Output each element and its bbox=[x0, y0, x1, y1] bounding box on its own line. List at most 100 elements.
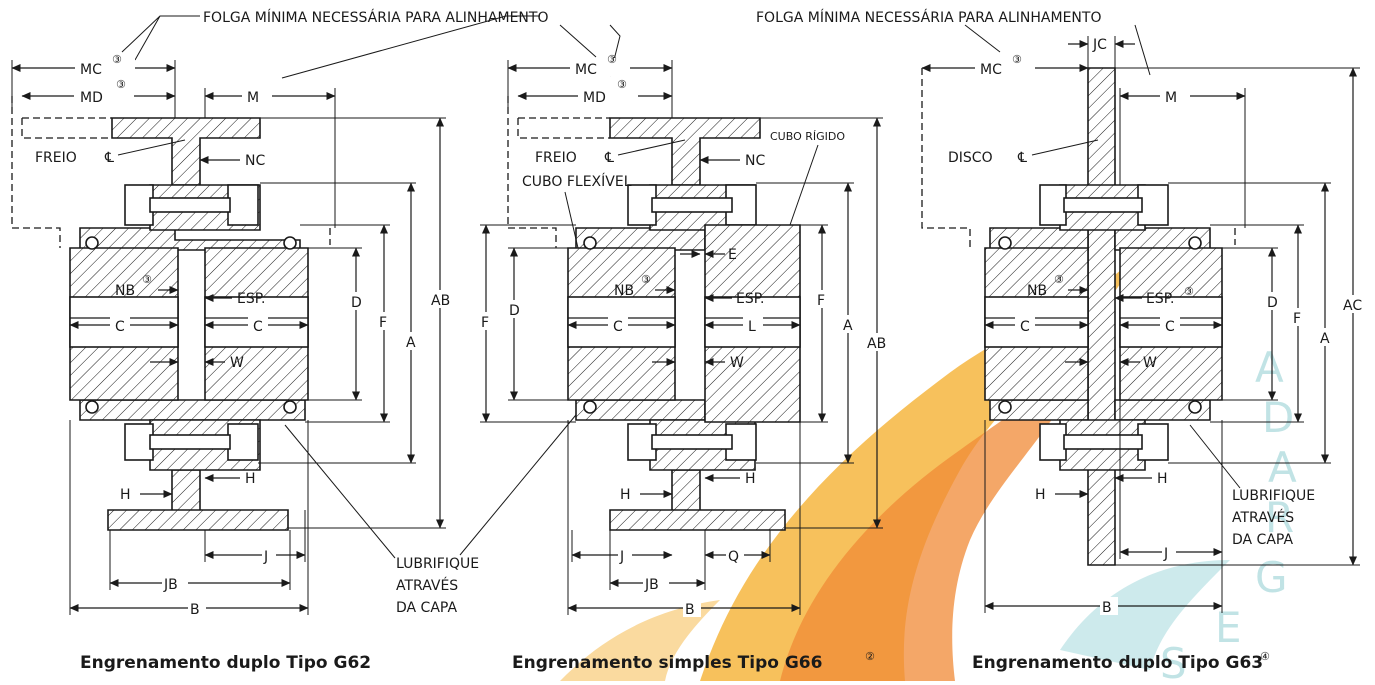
brake-flange-bottom bbox=[107, 469, 289, 531]
label-freio: FREIO bbox=[535, 150, 577, 166]
label-m: M bbox=[247, 90, 259, 106]
label-d: D bbox=[1267, 295, 1278, 311]
seal-ring bbox=[85, 236, 99, 250]
label-jc: JC bbox=[1092, 37, 1107, 53]
watermark-letter: D bbox=[1262, 393, 1294, 442]
footnote-mark: ③ bbox=[1054, 273, 1064, 286]
lubrique-note-right: LUBRIFIQUE ATRAVÉS DA CAPA bbox=[1189, 424, 1315, 548]
label-f-left: F bbox=[481, 315, 489, 331]
lubrique-line: ATRAVÉS bbox=[396, 577, 458, 594]
diagram-g66: MC ③ MD ③ CUBO RÍGIDO FREIO ℄ NC CUBO FL… bbox=[479, 53, 888, 673]
bolt-shank-bottom bbox=[149, 434, 231, 450]
leader-lubrique bbox=[284, 409, 581, 559]
caption-g66: Engrenamento simples Tipo G66 bbox=[512, 653, 822, 673]
label-w: W bbox=[230, 355, 244, 371]
brake-outline-top bbox=[517, 117, 610, 139]
ext-lines-left bbox=[480, 224, 576, 423]
label-d: D bbox=[351, 295, 362, 311]
label-esp: ESP. bbox=[736, 291, 764, 307]
label-h-right: H bbox=[245, 471, 256, 487]
label-f: F bbox=[1293, 311, 1301, 327]
label-mc: MC bbox=[575, 62, 597, 78]
leader-disco bbox=[1031, 139, 1099, 156]
footnote-mark: ③ bbox=[641, 273, 651, 286]
label-c: C bbox=[613, 319, 623, 335]
caption-g63: Engrenamento duplo Tipo G63 bbox=[972, 653, 1263, 673]
leader-top-right bbox=[964, 24, 1151, 76]
cover-top bbox=[79, 227, 301, 251]
label-esp: ESP. bbox=[1146, 291, 1174, 307]
footnote-mark: ③ bbox=[142, 273, 152, 286]
seal-ring bbox=[998, 236, 1012, 250]
label-ab: AB bbox=[867, 336, 886, 352]
lubrique-line: ATRAVÉS bbox=[1232, 509, 1294, 526]
footnote-mark: ③ bbox=[1184, 285, 1194, 298]
bolt-nut-top bbox=[1137, 184, 1169, 226]
seal-ring bbox=[583, 236, 597, 250]
cover-bottom bbox=[79, 399, 306, 421]
label-disco: DISCO bbox=[948, 150, 993, 166]
label-h-left: H bbox=[120, 487, 131, 503]
diagram-g62: MC ③ MD ③ M FREIO ℄ NC NB ③ ESP. C C W D… bbox=[11, 53, 452, 673]
watermark-teal-shape bbox=[1060, 560, 1230, 670]
label-md: MD bbox=[583, 90, 606, 106]
top-note-right: FOLGA MÍNIMA NECESSÁRIA PARA ALINHAMENTO bbox=[756, 9, 1101, 26]
brake-flange-bottom bbox=[609, 469, 786, 531]
bolt-shank-bottom bbox=[651, 434, 733, 450]
label-nb: NB bbox=[1027, 283, 1047, 299]
label-mc: MC bbox=[80, 62, 102, 78]
label-jb: JB bbox=[163, 577, 178, 593]
label-mc: MC bbox=[980, 62, 1002, 78]
watermark-letter: A bbox=[1255, 343, 1284, 392]
label-e: E bbox=[728, 247, 737, 263]
label-a: A bbox=[1320, 331, 1330, 347]
bolt-shank-top bbox=[1063, 197, 1143, 213]
leader-freio bbox=[117, 139, 186, 156]
lubrique-note-left: LUBRIFIQUE ATRAVÉS DA CAPA bbox=[284, 409, 581, 616]
label-b: B bbox=[190, 602, 200, 618]
lubrique-line: LUBRIFIQUE bbox=[1232, 488, 1315, 504]
label-ab: AB bbox=[431, 293, 450, 309]
label-ac: AC bbox=[1343, 298, 1362, 314]
label-centerline: ℄ bbox=[104, 150, 114, 166]
ext-lines-bottom bbox=[69, 420, 309, 615]
footnote-mark: ③ bbox=[1012, 53, 1022, 66]
disc bbox=[1087, 67, 1116, 566]
label-nb: NB bbox=[115, 283, 135, 299]
watermark-letter: G bbox=[1255, 553, 1288, 602]
bolt-shank-top bbox=[149, 197, 231, 213]
ext-lines-right bbox=[756, 117, 883, 529]
label-jb: JB bbox=[644, 577, 659, 593]
seal-ring bbox=[283, 236, 297, 250]
bolt-head-bottom bbox=[1039, 423, 1067, 461]
label-centerline: ℄ bbox=[604, 150, 614, 166]
label-c-left: C bbox=[115, 319, 125, 335]
label-c-right: C bbox=[253, 319, 263, 335]
diagram-g63: MC ③ JC M DISCO ℄ NB ③ ESP. ③ C C W D F bbox=[921, 36, 1366, 673]
leader-cubo-rigido bbox=[789, 144, 819, 226]
seal-ring bbox=[1188, 236, 1202, 250]
label-c-left: C bbox=[1020, 319, 1030, 335]
seal-ring bbox=[85, 400, 99, 414]
label-md: MD bbox=[80, 90, 103, 106]
footnote-mark: ③ bbox=[607, 53, 617, 66]
bolt-head-top bbox=[124, 184, 154, 226]
disc-drum-dashed bbox=[921, 68, 1236, 248]
bolt-head-bottom bbox=[124, 423, 154, 461]
label-c-right: C bbox=[1165, 319, 1175, 335]
label-nc: NC bbox=[745, 153, 765, 169]
watermark-letter: S bbox=[1160, 639, 1187, 681]
seal-ring bbox=[583, 400, 597, 414]
top-note-left: FOLGA MÍNIMA NECESSÁRIA PARA ALINHAMENTO bbox=[203, 9, 548, 26]
label-b: B bbox=[1102, 600, 1112, 616]
label-nb: NB bbox=[614, 283, 634, 299]
label-a: A bbox=[843, 318, 853, 334]
watermark-letter: A bbox=[1268, 443, 1297, 492]
label-d: D bbox=[509, 303, 520, 319]
label-j: J bbox=[1163, 546, 1168, 562]
watermark-flame-tail bbox=[560, 600, 720, 681]
hub-left-bore bbox=[984, 296, 1089, 348]
label-a: A bbox=[406, 335, 416, 351]
